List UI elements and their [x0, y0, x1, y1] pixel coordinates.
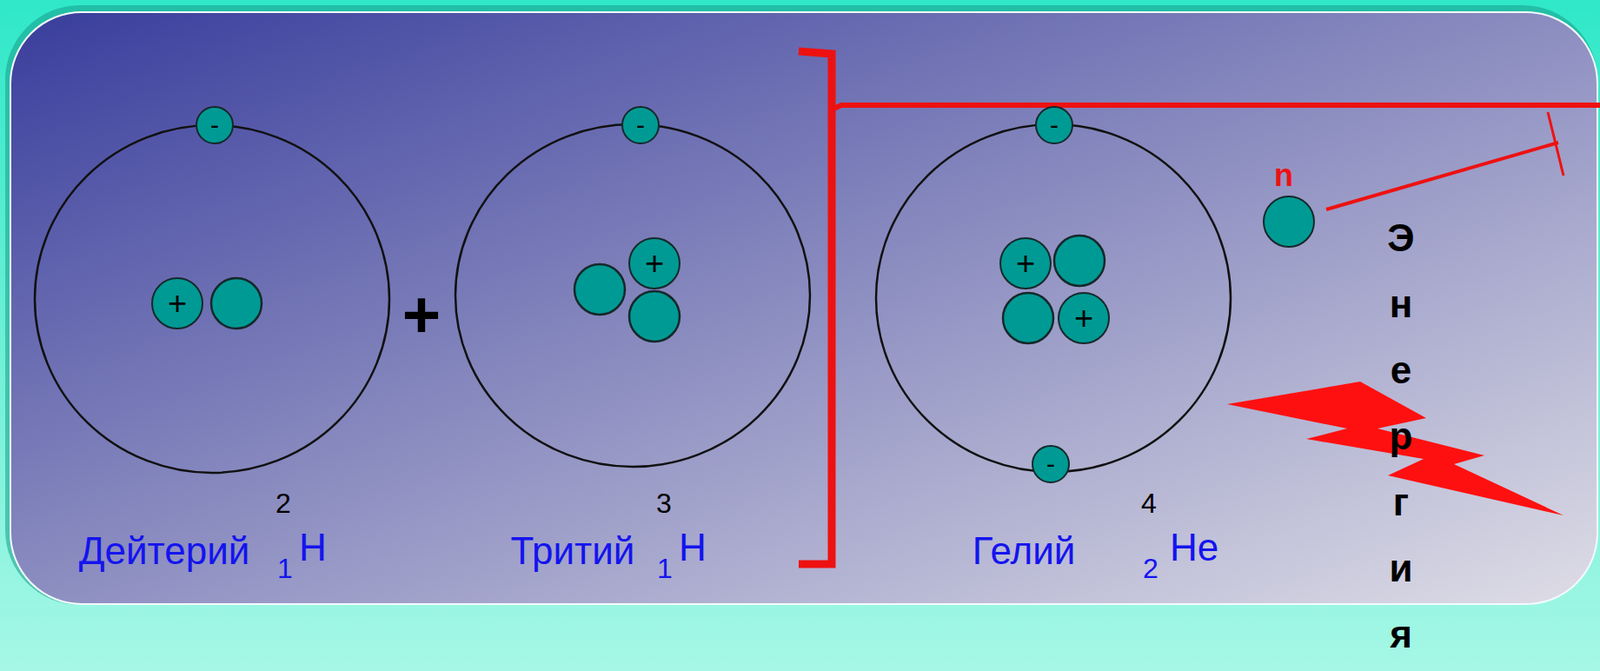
- energy-label: Энергия: [1381, 205, 1421, 668]
- atom-name: Дейтерий: [79, 531, 251, 571]
- bracket: [798, 51, 832, 565]
- proton: +: [1057, 292, 1110, 345]
- panel-rim: [5, 5, 1598, 605]
- neutron: [629, 291, 680, 342]
- orbit: [455, 124, 810, 467]
- mass-number: 2: [275, 489, 292, 518]
- charge-sign: +: [1074, 301, 1094, 335]
- atom-outline: [34, 125, 390, 473]
- proton: +: [999, 237, 1052, 290]
- charge-number: 2: [1142, 554, 1159, 583]
- neutron-line-end: [1547, 112, 1564, 176]
- neutron-line: [1326, 142, 1559, 210]
- neutron: [574, 264, 625, 315]
- mass-number: 4: [1141, 489, 1157, 518]
- charge-sign: +: [167, 286, 187, 320]
- plus-sign: +: [402, 281, 441, 348]
- deuterium-atom: Дейтерий21H-+: [34, 125, 390, 473]
- charge-sign: -: [1046, 451, 1056, 478]
- atom-name: Гелий: [972, 531, 1076, 571]
- element-symbol: He: [1169, 528, 1219, 567]
- orbit: [34, 125, 390, 473]
- neutron: [1054, 235, 1105, 286]
- charge-number: 1: [277, 554, 293, 583]
- charge-sign: +: [1015, 246, 1036, 280]
- energy-line: [831, 105, 1600, 110]
- element-symbol: H: [298, 528, 327, 567]
- mass-number: 3: [656, 489, 672, 518]
- electron: -: [1035, 106, 1074, 145]
- charge-sign: -: [636, 112, 645, 139]
- free-neutron: n: [1262, 195, 1315, 248]
- charge-sign: +: [644, 246, 664, 280]
- neutron-label: n: [1274, 159, 1294, 192]
- atom-name: Тритий: [511, 531, 636, 571]
- panel: [10, 12, 1598, 605]
- proton: +: [151, 277, 204, 330]
- electron: -: [621, 106, 660, 145]
- charge-sign: -: [1049, 112, 1059, 139]
- tritium-atom: Тритий31H-+: [455, 124, 810, 467]
- atom-outline: [455, 124, 810, 467]
- orbit: [876, 124, 1231, 472]
- atom-outline: [876, 124, 1231, 472]
- neutron: [211, 278, 262, 329]
- helium-atom: Гелий42He-++-: [876, 124, 1231, 472]
- element-symbol: H: [678, 528, 707, 567]
- charge-number: 1: [657, 554, 673, 583]
- proton: +: [628, 237, 681, 290]
- electron: -: [195, 106, 234, 145]
- electron: -: [1031, 444, 1070, 484]
- neutron: [1002, 292, 1054, 344]
- charge-sign: -: [210, 112, 220, 139]
